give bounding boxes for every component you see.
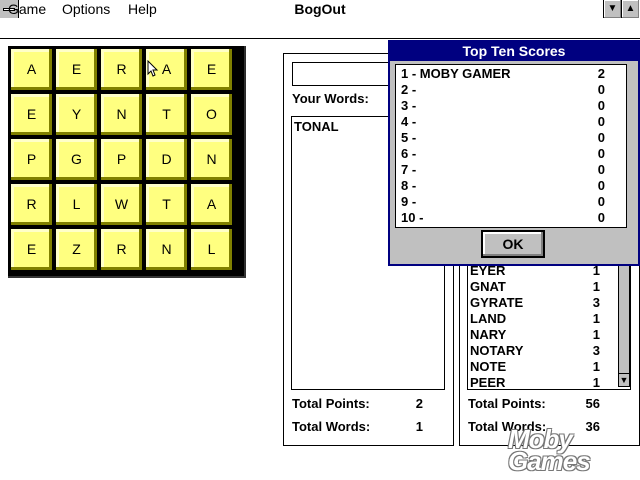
letter-tile[interactable]: E (55, 48, 98, 91)
letter-tile[interactable]: P (100, 138, 143, 181)
computer-word-item[interactable]: PEER (470, 375, 506, 390)
score-points: 0 (597, 82, 605, 97)
letter-tile[interactable]: R (10, 183, 53, 226)
menu-bar (0, 19, 640, 39)
letter-tile[interactable]: E (10, 228, 53, 271)
letter-tile[interactable]: T (145, 93, 188, 136)
score-points: 0 (597, 130, 605, 145)
score-rank-name: 6 - (401, 146, 417, 161)
score-rank-name: 4 - (401, 114, 417, 129)
scores-list (395, 64, 627, 228)
computer-word-item[interactable]: NARY (470, 327, 507, 342)
computer-word-item[interactable]: LAND (470, 311, 507, 326)
mouse-pointer-icon (147, 60, 159, 77)
score-rank-name: 7 - (401, 162, 417, 177)
letter-tile[interactable]: R (100, 48, 143, 91)
score-row: 9 - 0 (401, 194, 605, 210)
score-row: 1 - MOBY GAMER 2 (401, 66, 605, 82)
watermark-line2: Games (508, 446, 591, 476)
letter-tile[interactable]: E (190, 48, 233, 91)
letter-tile[interactable]: Y (55, 93, 98, 136)
score-points: 0 (597, 162, 605, 177)
score-points: 0 (597, 146, 605, 161)
computer-word-points: 1 (592, 311, 600, 326)
computer-word-points: 1 (592, 279, 600, 294)
computer-word-points: 1 (592, 375, 600, 390)
letter-tile[interactable]: A (190, 183, 233, 226)
score-points: 0 (597, 114, 605, 129)
letter-tile[interactable]: T (145, 183, 188, 226)
minimize-button[interactable]: ▼ (603, 0, 621, 18)
letter-tile[interactable]: G (55, 138, 98, 181)
score-rank-name: 8 - (401, 178, 417, 193)
watermark-line1: Moby (508, 424, 573, 454)
score-row: 8 - 0 (401, 178, 605, 194)
score-row: 6 - 0 (401, 146, 605, 162)
computer-total-words: 36 (585, 419, 600, 434)
letter-tile[interactable]: R (100, 228, 143, 271)
ok-button[interactable]: OK (481, 230, 545, 258)
score-points: 0 (597, 98, 605, 113)
computer-total-points-label: Total Points: (468, 396, 546, 411)
computer-word-item[interactable]: NOTARY (470, 343, 524, 358)
menu-help[interactable]: Help (128, 1, 157, 17)
score-row: 10 - 0 (401, 210, 605, 226)
score-row: 2 - 0 (401, 82, 605, 98)
letter-tile[interactable]: A (10, 48, 53, 91)
computer-word-points: 3 (592, 295, 600, 310)
computer-total-points: 56 (585, 396, 600, 411)
player-total-words: 1 (415, 419, 423, 434)
menu-game[interactable]: Game (8, 1, 47, 17)
letter-tile[interactable]: L (190, 228, 233, 271)
score-points: 0 (597, 178, 605, 193)
player-total-words-label: Total Words: (292, 419, 371, 434)
score-rank-name: 5 - (401, 130, 417, 145)
letter-tile[interactable]: Z (55, 228, 98, 271)
score-row: 3 - 0 (401, 98, 605, 114)
scroll-down-arrow-icon[interactable]: ▼ (618, 373, 630, 387)
letter-tile[interactable]: D (145, 138, 188, 181)
computer-word-points: 1 (592, 327, 600, 342)
maximize-arrow-icon: ▲ (625, 3, 636, 14)
computer-total-words-label: Total Words: (468, 419, 547, 434)
letter-tile[interactable]: L (55, 183, 98, 226)
menu-options[interactable]: Options (62, 1, 111, 17)
letter-tile[interactable]: N (100, 93, 143, 136)
score-rank-name: 10 - (401, 210, 424, 225)
score-row: 7 - 0 (401, 162, 605, 178)
score-rank-name: 9 - (401, 194, 417, 209)
mobygames-watermark: Moby Games (508, 424, 638, 476)
score-points: 0 (597, 194, 605, 209)
score-rank-name: 2 - (401, 82, 417, 97)
computer-word-points: 3 (592, 343, 600, 358)
your-word-item[interactable]: TONAL (294, 119, 339, 134)
minimize-arrow-icon: ▼ (607, 3, 618, 14)
dialog-title: Top Ten Scores (390, 42, 638, 61)
computer-word-points: 1 (592, 359, 600, 374)
system-menu-icon[interactable] (0, 0, 19, 18)
player-total-points-label: Total Points: (292, 396, 370, 411)
computer-word-points: 1 (592, 263, 600, 278)
score-points: 0 (597, 210, 605, 225)
computer-words-scrollbar[interactable] (618, 266, 630, 373)
player-total-points: 2 (415, 396, 423, 411)
letter-tile[interactable]: W (100, 183, 143, 226)
letter-tile[interactable]: P (10, 138, 53, 181)
score-row: 5 - 0 (401, 130, 605, 146)
letter-tile[interactable]: N (145, 228, 188, 271)
score-row: 4 - 0 (401, 114, 605, 130)
letter-tile[interactable]: O (190, 93, 233, 136)
computer-word-item[interactable]: GYRATE (470, 295, 524, 310)
letter-tile[interactable]: N (190, 138, 233, 181)
letter-tile[interactable]: E (10, 93, 53, 136)
computer-word-item[interactable]: GNAT (470, 279, 506, 294)
maximize-button[interactable]: ▲ (621, 0, 639, 18)
score-rank-name: 1 - MOBY GAMER (401, 66, 511, 81)
your-words-label: Your Words: (292, 91, 369, 106)
score-rank-name: 3 - (401, 98, 417, 113)
computer-word-item[interactable]: NOTE (470, 359, 507, 374)
score-points: 2 (597, 66, 605, 81)
window-title: BogOut (294, 1, 346, 17)
computer-word-item[interactable]: EYER (470, 263, 506, 278)
